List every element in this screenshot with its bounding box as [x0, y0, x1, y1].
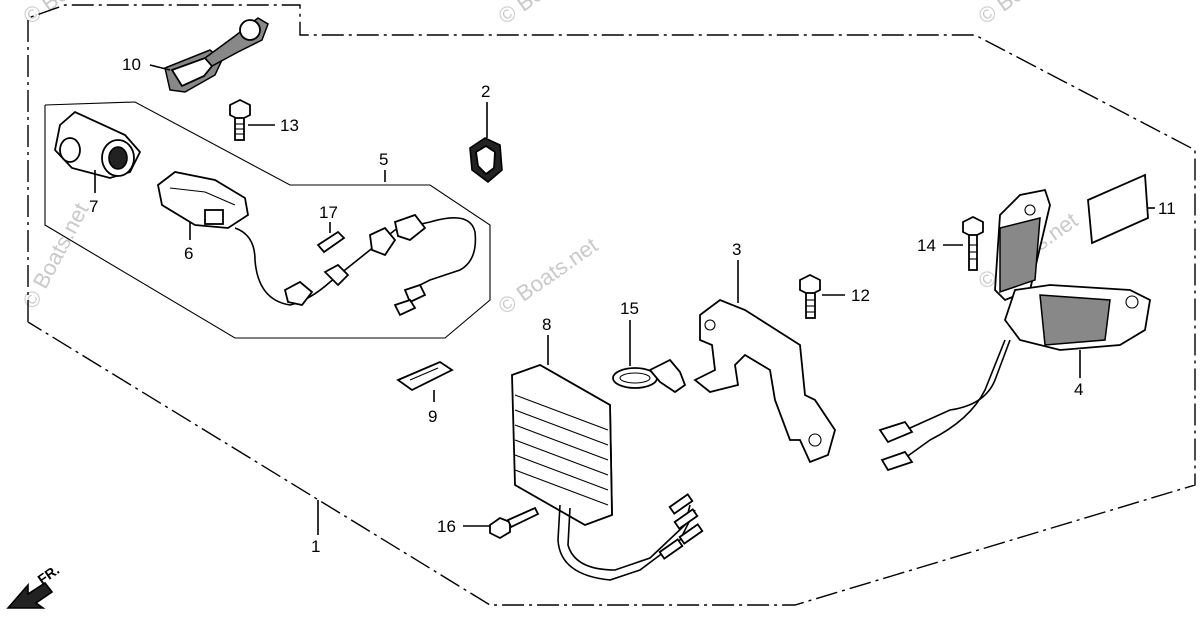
assembly-boundary — [27, 4, 1196, 606]
watermark-left: © Boats.net — [17, 199, 93, 313]
part-5-harness — [234, 170, 477, 317]
callout-10: 10 — [122, 55, 141, 74]
callout-7: 7 — [89, 197, 98, 216]
callout-2: 2 — [481, 82, 490, 101]
part-15-clamp — [612, 320, 687, 394]
callout-4: 4 — [1074, 380, 1083, 399]
part-12-bolt — [799, 273, 845, 319]
part-14-bolt — [943, 215, 984, 271]
part-4-coil — [878, 188, 1151, 472]
callout-15: 15 — [620, 299, 639, 318]
callout-17: 17 — [319, 203, 338, 222]
part-6-switch — [157, 171, 249, 240]
callout-13: 13 — [280, 116, 299, 135]
callout-12: 12 — [851, 286, 870, 305]
part-8-regulator — [511, 335, 704, 581]
callout-5: 5 — [379, 150, 388, 169]
callout-9: 9 — [428, 407, 437, 426]
part-13-bolt — [229, 98, 275, 141]
part-17-fuse — [316, 222, 346, 254]
callout-16: 16 — [437, 517, 456, 536]
front-label: FR. — [35, 561, 63, 587]
watermark-top-mid: © Boats.net — [494, 0, 603, 29]
callout-6: 6 — [184, 244, 193, 263]
watermark-top-right: © Boats.net — [974, 0, 1083, 29]
subassembly-5-boundary — [44, 101, 491, 339]
watermark-group: © Boats.net © Boats.net © Boats.net © Bo… — [17, 0, 1082, 319]
part-16-bolt — [463, 506, 540, 540]
watermark-center: © Boats.net — [494, 232, 603, 319]
part-2-grommet — [469, 102, 503, 184]
part-7-connector — [54, 110, 142, 193]
callout-14: 14 — [917, 236, 936, 255]
callout-8: 8 — [542, 315, 551, 334]
callout-1: 1 — [311, 537, 320, 556]
part-10-cap — [149, 17, 269, 93]
part-3-bracket — [693, 260, 836, 464]
callout-3: 3 — [732, 240, 741, 259]
part-9-clip — [396, 360, 454, 402]
callout-11: 11 — [1158, 199, 1176, 218]
front-direction-arrow: FR. — [6, 561, 63, 609]
part-11-label — [1087, 173, 1155, 245]
